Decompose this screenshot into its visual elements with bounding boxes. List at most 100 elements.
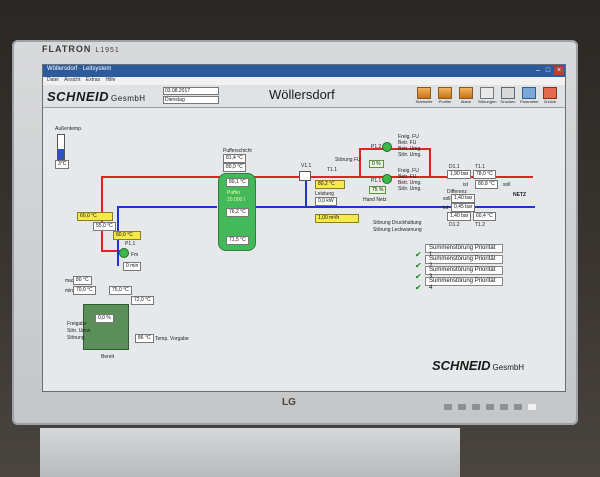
alarm-row-2[interactable]: ✔Summenstörung Priorität 2 bbox=[415, 255, 503, 269]
pump-p11-item-4: Stör. Umg. bbox=[398, 186, 422, 192]
maximize-button[interactable]: □ bbox=[545, 67, 551, 74]
tank-soll: 80,0 °C bbox=[223, 163, 246, 172]
ist-label: ist bbox=[463, 182, 468, 188]
check-icon: ✔ bbox=[415, 260, 422, 270]
temp-set-label: Temp. Vorgabe bbox=[155, 336, 189, 342]
tool-stoerungen[interactable]: Störungen bbox=[478, 87, 496, 105]
pump-p12-item-4: Stör. Umg. bbox=[398, 152, 422, 158]
menu-item-hilfe[interactable]: Hilfe bbox=[105, 77, 116, 83]
pump-icon[interactable] bbox=[119, 248, 129, 258]
monitor-button-2[interactable] bbox=[458, 404, 466, 410]
pump-p11-label: P1.1 bbox=[371, 178, 382, 184]
alarm-row-4[interactable]: ✔Summenstörung Priorität 4 bbox=[415, 277, 503, 291]
boiler-temp-4: 72,0 °C bbox=[131, 296, 154, 305]
return-pressure: 1,40 bar bbox=[447, 212, 472, 221]
thermometer-icon bbox=[57, 134, 65, 160]
tool-zurueck[interactable]: Zurück bbox=[541, 87, 559, 105]
alarm-icon bbox=[459, 87, 473, 99]
leistung-value: 0,0 kW bbox=[315, 197, 337, 206]
druck-label: Störung Druckhaltung bbox=[373, 220, 422, 226]
tool-drucken[interactable]: Drucken bbox=[499, 87, 517, 105]
stoerung-fu-label: Störung FU bbox=[335, 157, 361, 163]
boiler-label: Bereit bbox=[101, 354, 115, 360]
pump-label-left: P1.1 bbox=[125, 241, 136, 247]
tool-profiler[interactable]: Profiler bbox=[436, 87, 454, 105]
alarm-row-1[interactable]: ✔Summenstörung Priorität 1 bbox=[415, 244, 503, 258]
outside-temp-label: Außentemp. bbox=[55, 126, 83, 132]
fuel-level-value: 0,0 % bbox=[95, 314, 114, 323]
menu-bar: Datei Ansicht Extras Hilfe bbox=[43, 77, 565, 85]
window-title: Wöllersdorf · Leitsystem bbox=[47, 66, 112, 72]
date-field[interactable]: 03.08.2017 bbox=[163, 87, 219, 95]
chart-icon bbox=[438, 87, 452, 99]
weekday-field[interactable]: Dienstag bbox=[163, 96, 219, 104]
boiler-max-label: max bbox=[65, 278, 75, 284]
leistung-label: Leistung bbox=[315, 191, 334, 197]
t11-value: 80,2 °C bbox=[315, 180, 345, 189]
power-button[interactable] bbox=[528, 404, 536, 410]
pump-p11-icon[interactable] bbox=[382, 174, 392, 184]
t11r-label: T1.1 bbox=[475, 164, 486, 170]
temp-left-2: 55,0 °C bbox=[93, 222, 116, 231]
d12-label: D1.2 bbox=[449, 222, 460, 228]
return-pipe-main bbox=[255, 206, 535, 208]
back-icon bbox=[543, 87, 557, 99]
alarm-row-3[interactable]: ✔Summenstörung Priorität 3 bbox=[415, 266, 503, 280]
diff-soll-value: 1,40 bar bbox=[451, 194, 476, 203]
pump-p11-pct: 75 % bbox=[369, 186, 387, 194]
boiler-min-label: min bbox=[65, 288, 74, 294]
pump-p12-pct: 0 % bbox=[369, 160, 384, 168]
tool-parameter[interactable]: Parameter bbox=[520, 87, 539, 105]
supply-pipe-boiler bbox=[101, 250, 121, 252]
monitor-button-5[interactable] bbox=[500, 404, 508, 410]
lg-logo: LG bbox=[282, 397, 296, 408]
valve-icon[interactable] bbox=[299, 171, 311, 181]
tank-mid-temp: 76,2 °C bbox=[226, 208, 249, 217]
minimize-button[interactable]: – bbox=[536, 67, 540, 74]
pump-p11-item-2: Betr. FU bbox=[398, 174, 417, 180]
close-button[interactable]: × bbox=[554, 66, 564, 75]
return-temp: 60,4 °C bbox=[473, 212, 496, 221]
monitor-button-3[interactable] bbox=[472, 404, 480, 410]
pump-p12-item-2: Betr. FU bbox=[398, 140, 417, 146]
tank-top-temp: 80,1 °C bbox=[226, 178, 249, 187]
tank-ist: 81,4 °C bbox=[223, 154, 246, 163]
list-icon bbox=[480, 87, 494, 99]
t11-label: T1.1 bbox=[327, 167, 338, 173]
boiler-status-3: Störung bbox=[67, 335, 85, 341]
temp-set-value[interactable]: 86 °C bbox=[135, 334, 154, 343]
boiler-unit[interactable] bbox=[83, 304, 129, 350]
pump-p12-icon[interactable] bbox=[382, 142, 392, 152]
leck-label: Störung Leckwarnung bbox=[373, 227, 422, 233]
tank-title: Pufferschicht bbox=[223, 148, 252, 154]
soll-label: soll bbox=[503, 182, 511, 188]
supply-pipe-pump-top bbox=[359, 148, 429, 150]
tool-alarm[interactable]: Alarm bbox=[457, 87, 475, 105]
tool-startseite[interactable]: Startseite bbox=[415, 87, 433, 105]
flow-value: 1,00 m³/h bbox=[315, 214, 359, 223]
temp-left-1: 60,0 °C bbox=[77, 212, 113, 221]
boiler-status-2: Stör. Umw. bbox=[67, 328, 92, 334]
pump-p12-item-1: Freig. FU bbox=[398, 134, 419, 140]
check-icon: ✔ bbox=[415, 249, 422, 259]
supply-pipe-main bbox=[101, 176, 413, 178]
menu-item-extras[interactable]: Extras bbox=[85, 77, 101, 83]
pump-p11-item-3: Betr. Umg. bbox=[398, 180, 422, 186]
menu-item-ansicht[interactable]: Ansicht bbox=[64, 77, 81, 83]
check-icon: ✔ bbox=[415, 271, 422, 281]
screen: Wöllersdorf · Leitsystem – □ × Datei Ans… bbox=[42, 64, 566, 392]
monitor-button-6[interactable] bbox=[514, 404, 522, 410]
boiler-status-1: Freigabe bbox=[67, 321, 87, 327]
menu-item-datei[interactable]: Datei bbox=[47, 77, 59, 83]
t12-label: T1.2 bbox=[475, 222, 486, 228]
monitor-button-4[interactable] bbox=[486, 404, 494, 410]
return-pipe-valve bbox=[305, 180, 307, 208]
monitor-button-1[interactable] bbox=[444, 404, 452, 410]
differenz-label: Differenz bbox=[447, 189, 467, 195]
supply-pipe-pumps bbox=[359, 148, 361, 178]
pump-p12-label: P1.2 bbox=[371, 144, 382, 150]
valve-label: V1.1 bbox=[301, 163, 312, 169]
home-icon bbox=[417, 87, 431, 99]
